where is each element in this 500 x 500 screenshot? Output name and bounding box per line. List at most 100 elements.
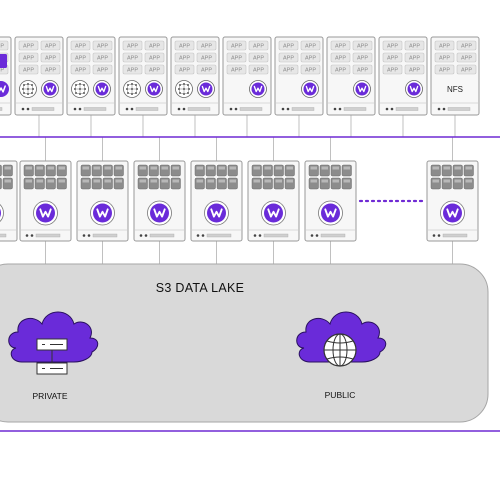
status-led xyxy=(390,107,394,111)
app-label: APP xyxy=(149,68,160,74)
status-led xyxy=(286,107,290,111)
app-label: APP xyxy=(231,56,242,62)
app-label: APP xyxy=(439,56,450,62)
status-led xyxy=(177,107,181,111)
app-label: APP xyxy=(387,68,398,74)
private-cloud-label: PRIVATE xyxy=(32,391,67,401)
app-label: APP xyxy=(201,56,212,62)
status-led xyxy=(432,234,436,237)
public-cloud-label: PUBLIC xyxy=(325,390,356,400)
app-box xyxy=(382,52,403,63)
app-label: APP xyxy=(127,68,138,74)
public-cloud xyxy=(296,311,387,367)
status-led xyxy=(281,107,285,111)
app-box xyxy=(174,40,195,51)
app-label: APP xyxy=(461,44,472,50)
app-label: APP xyxy=(149,44,160,50)
app-box xyxy=(278,64,299,75)
status-led xyxy=(437,234,441,237)
weka-logo-icon xyxy=(90,200,115,226)
weka-logo-icon xyxy=(93,80,111,98)
app-label: APP xyxy=(179,56,190,62)
app-box xyxy=(278,40,299,51)
app-label: APP xyxy=(75,44,86,50)
weka-logo-icon xyxy=(261,200,286,226)
weka-logo-icon xyxy=(405,80,423,98)
app-box xyxy=(352,52,373,63)
data-lake-title: S3 DATA LAKE xyxy=(156,281,245,295)
neural-network-icon xyxy=(175,80,193,98)
app-box xyxy=(434,40,455,51)
app-label: APP xyxy=(387,44,398,50)
status-led xyxy=(234,107,238,111)
app-label: APP xyxy=(179,68,190,74)
app-box xyxy=(248,64,269,75)
app-label: APP xyxy=(201,44,212,50)
weka-logo-icon xyxy=(301,80,319,98)
app-box xyxy=(18,64,39,75)
app-box xyxy=(122,64,143,75)
app-box xyxy=(248,52,269,63)
app-label: APP xyxy=(305,44,316,50)
status-led xyxy=(21,107,25,111)
app-label: APP xyxy=(23,44,34,50)
status-led xyxy=(130,107,134,111)
app-label: APP xyxy=(409,56,420,62)
server-stack-icon xyxy=(36,338,68,375)
app-box xyxy=(144,52,165,63)
app-box xyxy=(174,64,195,75)
top-server-tier: APP APP APP APP APP APP APP APP APP APP APP APP APP A… xyxy=(0,36,480,116)
storage-node xyxy=(19,160,72,242)
app-server: APP APP APP APP APP APP xyxy=(118,36,168,116)
app-label: APP xyxy=(149,56,160,62)
status-led xyxy=(229,107,233,111)
nfs-label: NFS xyxy=(447,85,463,94)
weka-logo-icon xyxy=(197,80,215,98)
app-label: APP xyxy=(97,68,108,74)
weka-logo-icon xyxy=(0,81,9,97)
app-label: APP xyxy=(127,44,138,50)
app-label: APP xyxy=(231,68,242,74)
app-label: APP xyxy=(387,56,398,62)
app-box xyxy=(92,64,113,75)
app-label: APP xyxy=(283,68,294,74)
status-led xyxy=(442,107,446,111)
storage-node xyxy=(0,160,18,242)
status-led xyxy=(258,234,262,237)
status-led xyxy=(125,107,129,111)
storage-node xyxy=(133,160,186,242)
neural-network-icon xyxy=(123,80,141,98)
app-label: APP xyxy=(127,56,138,62)
app-label: APP xyxy=(45,44,56,50)
app-box xyxy=(40,52,61,63)
purple-square-icon xyxy=(0,54,7,68)
app-label: APP xyxy=(75,68,86,74)
app-box xyxy=(404,52,425,63)
app-box xyxy=(196,52,217,63)
status-led xyxy=(310,234,314,237)
app-box xyxy=(404,64,425,75)
app-box xyxy=(70,64,91,75)
app-label: APP xyxy=(231,44,242,50)
app-box xyxy=(122,40,143,51)
data-lake-panel xyxy=(0,263,489,423)
status-led xyxy=(338,107,342,111)
weka-logo-icon xyxy=(318,200,343,226)
app-label: APP xyxy=(75,56,86,62)
app-label: APP xyxy=(283,44,294,50)
app-label: APP xyxy=(461,68,472,74)
app-label: APP xyxy=(335,56,346,62)
app-box xyxy=(144,40,165,51)
weka-logo-icon xyxy=(249,80,267,98)
app-label: APP xyxy=(253,56,264,62)
app-box xyxy=(226,52,247,63)
app-label: APP xyxy=(409,44,420,50)
storage-node xyxy=(426,160,479,242)
storage-node-tier xyxy=(0,160,479,242)
private-cloud xyxy=(8,311,99,375)
